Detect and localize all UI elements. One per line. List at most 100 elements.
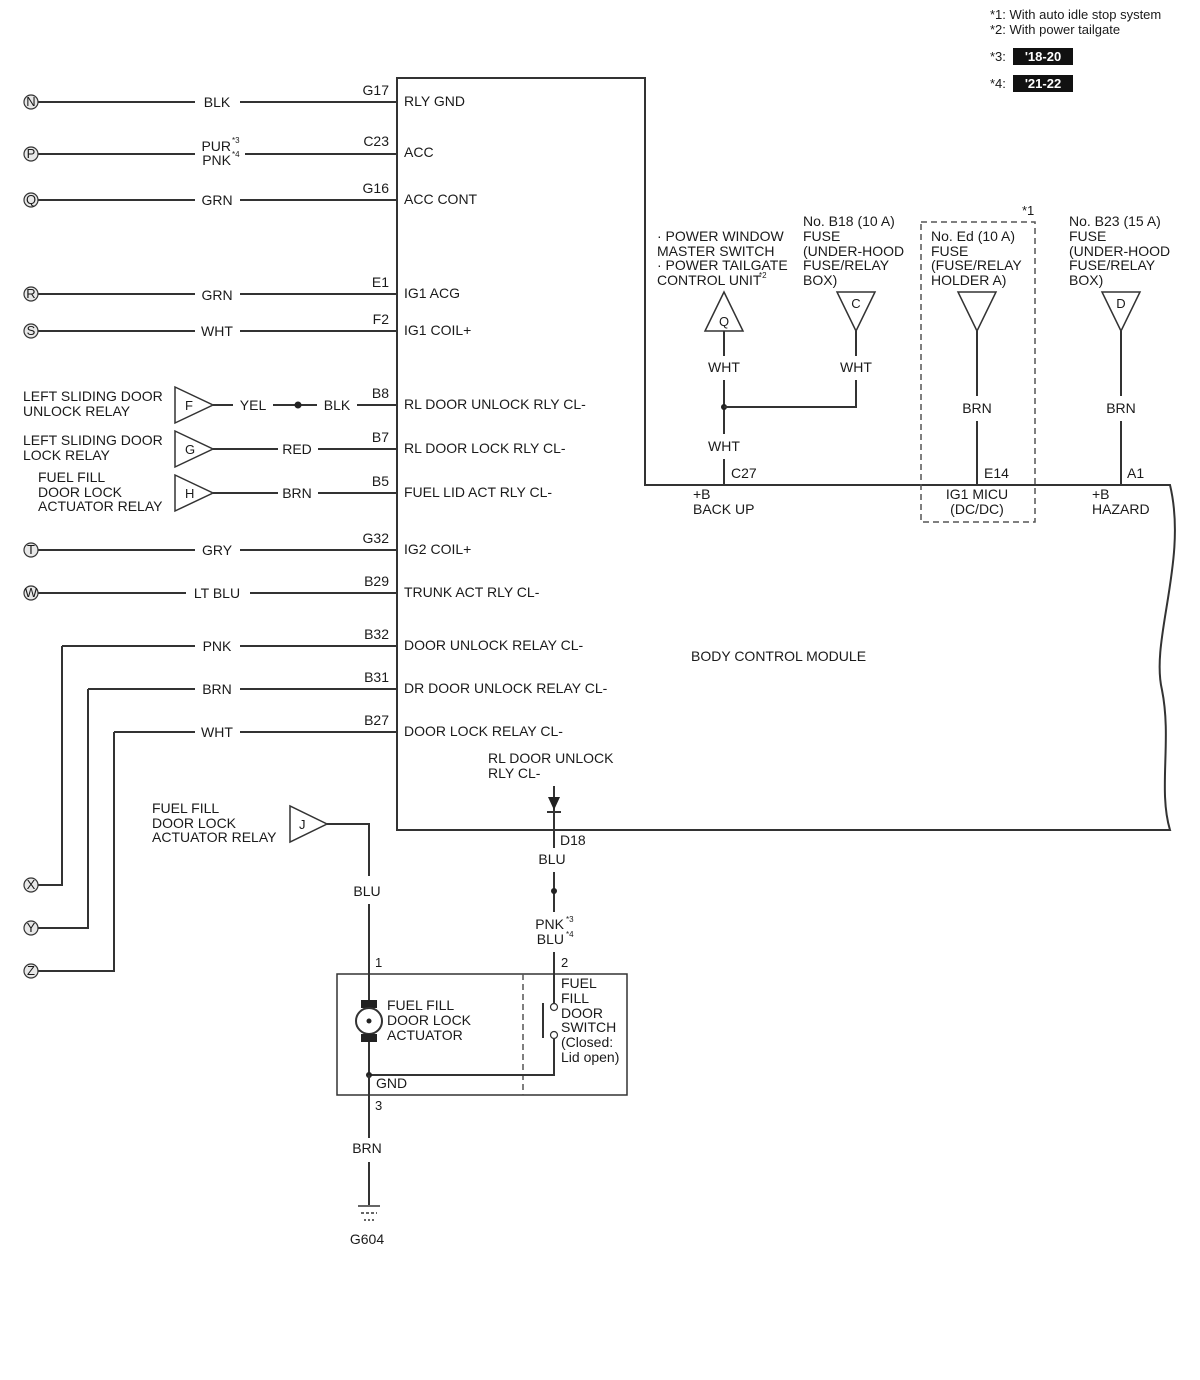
connector-x-label: X xyxy=(27,877,36,892)
wire-color-lt-blu: LT BLU xyxy=(194,585,240,601)
connector-h-label: H xyxy=(185,486,194,501)
wire-color-pur: PUR xyxy=(201,138,231,154)
wire-color-blk: BLK xyxy=(324,397,351,413)
connector-g-label: G xyxy=(185,442,195,457)
wire-color-blu-note: *4 xyxy=(566,930,574,939)
wire-color-blu: BLU xyxy=(537,931,564,947)
note-2: *2: With power tailgate xyxy=(990,22,1120,37)
pin-1: 1 xyxy=(375,955,382,970)
connector-r-label: R xyxy=(26,286,35,301)
fuse-b18-label-3: (UNDER-HOOD xyxy=(803,243,904,259)
source-power-window-tailgate: · POWER WINDOW MASTER SWITCH · POWER TAI… xyxy=(657,228,788,517)
splice-point xyxy=(294,401,302,409)
pin-b5-label: FUEL LID ACT RLY CL- xyxy=(404,484,552,500)
actuator-housing xyxy=(336,973,628,1096)
fuse-b18-label-2: FUSE xyxy=(803,228,840,244)
connector-t-label: T xyxy=(27,542,35,557)
connector-c xyxy=(835,291,877,333)
connector-z xyxy=(23,963,39,979)
source-q-label-1: · POWER WINDOW xyxy=(657,228,785,244)
fuel-fill-door-lock-actuator-assembly: FUEL FILL DOOR LOCK ACTUATOR FUEL FILL D… xyxy=(336,973,628,1138)
connector-c-label: C xyxy=(851,296,860,311)
fuse-ed-note: *1 xyxy=(1022,203,1034,218)
pin-e1-label: IG1 ACG xyxy=(404,285,460,301)
ground-label: G604 xyxy=(350,1231,384,1247)
wire-color-red: RED xyxy=(282,441,312,457)
pin-e14-label-1: IG1 MICU xyxy=(946,486,1008,502)
switch-label-5: (Closed: xyxy=(561,1034,613,1050)
fuse-b23-label-5: BOX) xyxy=(1069,272,1103,288)
splice-point xyxy=(551,888,557,894)
source-q-label-3: · POWER TAILGATE xyxy=(657,257,788,273)
pin-c23: C23 xyxy=(363,133,389,149)
fuse-b23-label-4: FUSE/RELAY xyxy=(1069,257,1156,273)
pin-g16-label: ACC CONT xyxy=(404,191,478,207)
pin-a1-label-2: HAZARD xyxy=(1092,501,1150,517)
wire-color-wht: WHT xyxy=(708,359,740,375)
wire-color-blu: BLU xyxy=(538,851,565,867)
circuit-b7: LEFT SLIDING DOOR LOCK RELAY G RED B7 RL… xyxy=(23,429,566,469)
wire-color-brn: BRN xyxy=(282,485,312,501)
pin-d18-label-1: RL DOOR UNLOCK xyxy=(488,750,614,766)
pin-a1-label-1: +B xyxy=(1092,486,1110,502)
wire-color-pur-note: *3 xyxy=(232,136,240,145)
actuator-label-1: FUEL FILL xyxy=(387,997,454,1013)
switch-contact-top xyxy=(549,1002,559,1012)
connector-y-label: Y xyxy=(27,920,36,935)
relay-j-label-2: DOOR LOCK xyxy=(152,815,237,831)
switch-label-6: Lid open) xyxy=(561,1049,619,1065)
circuit-g16: Q GRN G16 ACC CONT xyxy=(23,180,478,208)
fuse-b18-label-1: No. B18 (10 A) xyxy=(803,213,895,229)
pin-b27: B27 xyxy=(364,712,389,728)
fuse-b23-label-1: No. B23 (15 A) xyxy=(1069,213,1161,229)
pin-c27-label-1: +B xyxy=(693,486,711,502)
pin-g16: G16 xyxy=(363,180,390,196)
relay-j-label-3: ACTUATOR RELAY xyxy=(152,829,277,845)
circuit-g32: T GRY G32 IG2 COIL+ xyxy=(23,530,471,558)
relay-h-label-3: ACTUATOR RELAY xyxy=(38,498,163,514)
circuit-b29: W LT BLU B29 TRUNK ACT RLY CL- xyxy=(23,573,540,601)
relay-j-label-1: FUEL FILL xyxy=(152,800,219,816)
pin-d18: D18 xyxy=(560,832,586,848)
note-1: *1: With auto idle stop system xyxy=(990,7,1161,22)
fuse-b18-label-5: BOX) xyxy=(803,272,837,288)
pin-e1: E1 xyxy=(372,274,389,290)
pin-b31: B31 xyxy=(364,669,389,685)
source-q-note: *2 xyxy=(759,271,767,280)
wire-color-brn: BRN xyxy=(1106,400,1136,416)
wire-color-wht: WHT xyxy=(708,438,740,454)
actuator-label-2: DOOR LOCK xyxy=(387,1012,472,1028)
source-fuse-ed: *1 No. Ed (10 A) FUSE (FUSE/RELAY HOLDER… xyxy=(920,203,1036,523)
circuit-f2: S WHT F2 IG1 COIL+ xyxy=(23,311,471,339)
wire-color-pnk: PNK xyxy=(202,152,231,168)
connector-z-label: Z xyxy=(27,963,35,978)
fuse-ed-label-4: HOLDER A) xyxy=(931,272,1006,288)
optional-circuit-box xyxy=(920,221,1036,523)
switch-label-1: FUEL xyxy=(561,975,597,991)
pin-f2: F2 xyxy=(373,311,390,327)
circuit-d18: RL DOOR UNLOCK RLY CL- D18 BLU PNK *3 BL… xyxy=(488,750,614,1003)
footnotes: *1: With auto idle stop system *2: With … xyxy=(990,7,1161,92)
wire-color-pnk-note: *4 xyxy=(232,150,240,159)
wire-color-pnk: PNK xyxy=(535,916,564,932)
wire-color-grn: GRN xyxy=(201,192,232,208)
connector-p-label: P xyxy=(27,146,36,161)
switch-label-3: DOOR xyxy=(561,1005,603,1021)
note-3-label: *3: xyxy=(990,49,1006,64)
pin-b29-label: TRUNK ACT RLY CL- xyxy=(404,584,540,600)
circuit-g17: N BLK G17 RLY GND xyxy=(23,82,465,110)
wire-color-gry: GRY xyxy=(202,542,233,558)
wire-color-brn: BRN xyxy=(202,681,232,697)
wire-color-wht: WHT xyxy=(840,359,872,375)
circuit-relay-j: FUEL FILL DOOR LOCK ACTUATOR RELAY J BLU… xyxy=(152,800,382,1000)
switch-label-2: FILL xyxy=(561,990,589,1006)
circuit-b31: Y BRN B31 DR DOOR UNLOCK RELAY CL- xyxy=(23,669,608,936)
wire-color-wht: WHT xyxy=(201,323,233,339)
wire-color-pnk: PNK xyxy=(203,638,232,654)
connector-q-label: Q xyxy=(26,192,36,207)
wire-color-wht: WHT xyxy=(201,724,233,740)
circuit-c23: P PUR *3 PNK *4 C23 ACC xyxy=(23,133,434,168)
pin-b5: B5 xyxy=(372,473,389,489)
pin-b8-label: RL DOOR UNLOCK RLY CL- xyxy=(404,396,586,412)
